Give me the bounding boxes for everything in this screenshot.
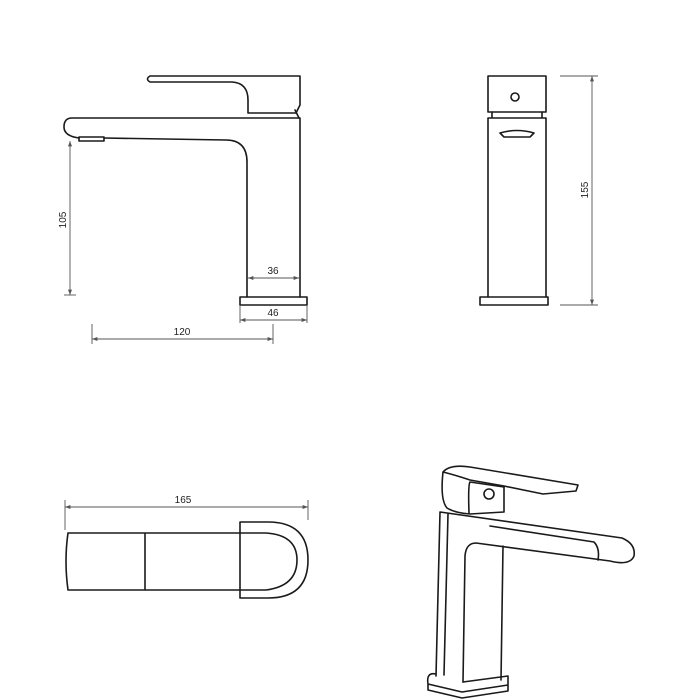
dim-36-label: 36 xyxy=(267,266,279,277)
side-view: 105 36 46 120 xyxy=(58,75,308,344)
side-handle-joint xyxy=(294,109,300,119)
iso-handle-block xyxy=(467,481,505,514)
iso-handle-indicator xyxy=(483,488,495,500)
perspective-view xyxy=(426,465,636,699)
top-handle-inner xyxy=(239,532,298,591)
side-handle xyxy=(146,75,301,114)
side-aerator xyxy=(78,136,105,142)
iso-base xyxy=(426,672,509,699)
front-handle xyxy=(487,75,547,113)
front-body xyxy=(487,111,547,298)
iso-spout xyxy=(435,511,636,683)
front-handle-indicator xyxy=(510,92,520,102)
front-view: 155 xyxy=(479,75,598,306)
front-aerator xyxy=(499,129,535,138)
dim-105-label: 105 xyxy=(58,211,69,228)
side-base xyxy=(239,296,308,306)
top-handle-outer xyxy=(239,521,309,599)
dim-46-label: 46 xyxy=(267,308,279,319)
dim-120-label: 120 xyxy=(174,327,191,338)
top-spout xyxy=(65,532,241,591)
dim-155-label: 155 xyxy=(580,181,591,198)
side-body xyxy=(63,117,301,298)
top-view: 165 xyxy=(64,495,309,599)
iso-handle xyxy=(441,465,579,515)
dim-165-label: 165 xyxy=(175,495,192,506)
front-base xyxy=(479,296,549,306)
